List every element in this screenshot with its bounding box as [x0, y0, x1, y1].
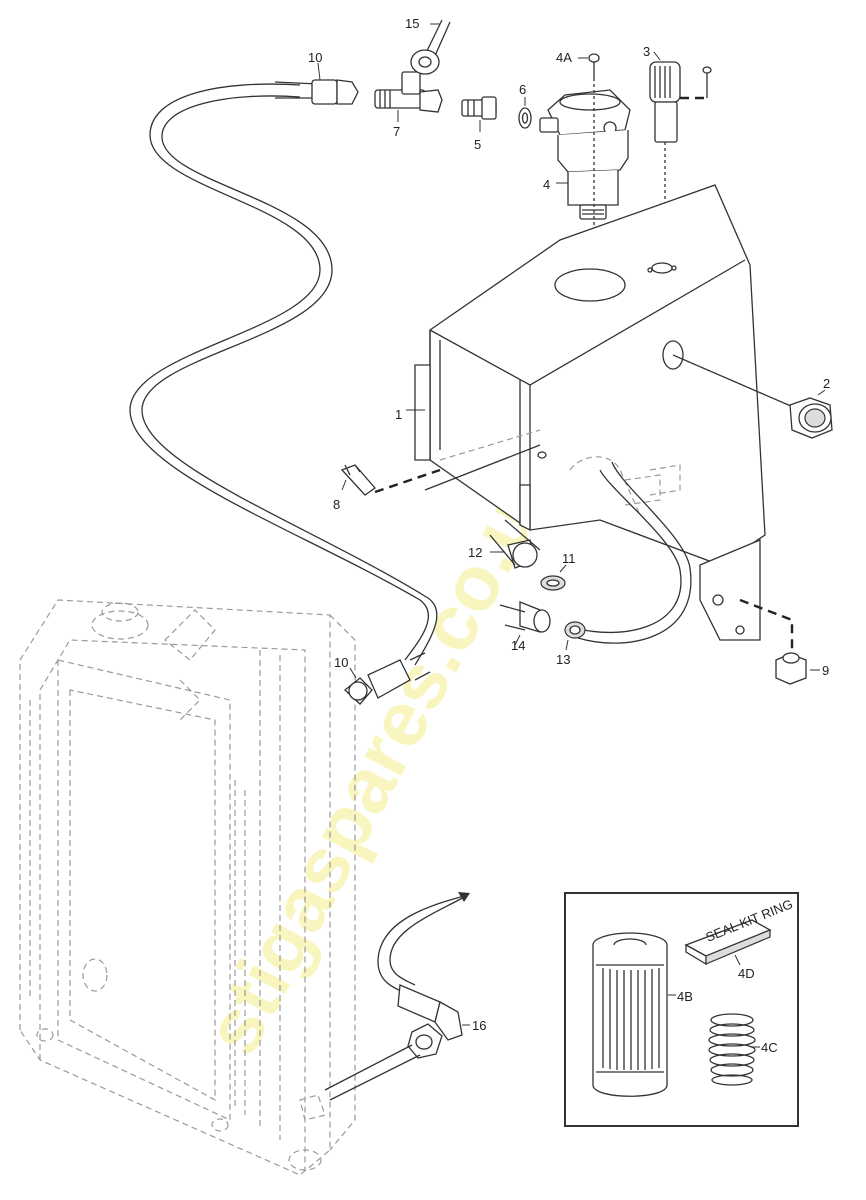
label-part-8: 8	[333, 497, 340, 512]
label-part-4a: 4A	[556, 50, 572, 65]
label-part-4: 4	[543, 177, 550, 192]
label-part-1: 1	[395, 407, 402, 422]
fitting-5	[461, 96, 497, 132]
label-part-4d: 4D	[738, 966, 755, 981]
line-15	[410, 19, 451, 75]
label-part-15: 15	[405, 16, 419, 31]
filter-housing-4	[539, 89, 631, 220]
hose-14	[499, 601, 551, 646]
label-part-16: 16	[472, 1018, 486, 1033]
label-part-4b: 4B	[677, 989, 693, 1004]
clip-13	[564, 621, 586, 651]
tee-fitting-7	[374, 71, 443, 122]
fitting-10-bottom	[344, 652, 431, 705]
u-pipe	[574, 461, 692, 644]
label-part-12: 12	[468, 545, 482, 560]
line-16	[324, 892, 470, 1101]
label-part-3: 3	[643, 44, 650, 59]
hose-10	[129, 83, 438, 666]
label-part-6: 6	[519, 82, 526, 97]
label-part-4c: 4C	[761, 1040, 778, 1055]
hose-12	[489, 519, 541, 569]
label-part-9: 9	[822, 663, 829, 678]
label-part-10-bottom: 10	[334, 655, 348, 670]
label-part-5: 5	[474, 137, 481, 152]
label-part-13: 13	[556, 652, 570, 667]
plug-2	[789, 389, 833, 439]
label-part-10-top: 10	[308, 50, 322, 65]
inset-box: SEAL KIT RING	[564, 892, 799, 1127]
label-part-7: 7	[393, 124, 400, 139]
label-part-2: 2	[823, 376, 830, 391]
label-part-14: 14	[511, 638, 525, 653]
drain-plug-9	[739, 598, 820, 685]
washer-6	[518, 97, 532, 129]
clip-11	[540, 564, 567, 591]
tank-1	[406, 184, 801, 641]
radiator-ghost	[19, 599, 356, 1176]
label-part-11: 11	[562, 551, 576, 566]
fitting-10-top	[274, 62, 359, 105]
sensor-8	[340, 464, 441, 496]
